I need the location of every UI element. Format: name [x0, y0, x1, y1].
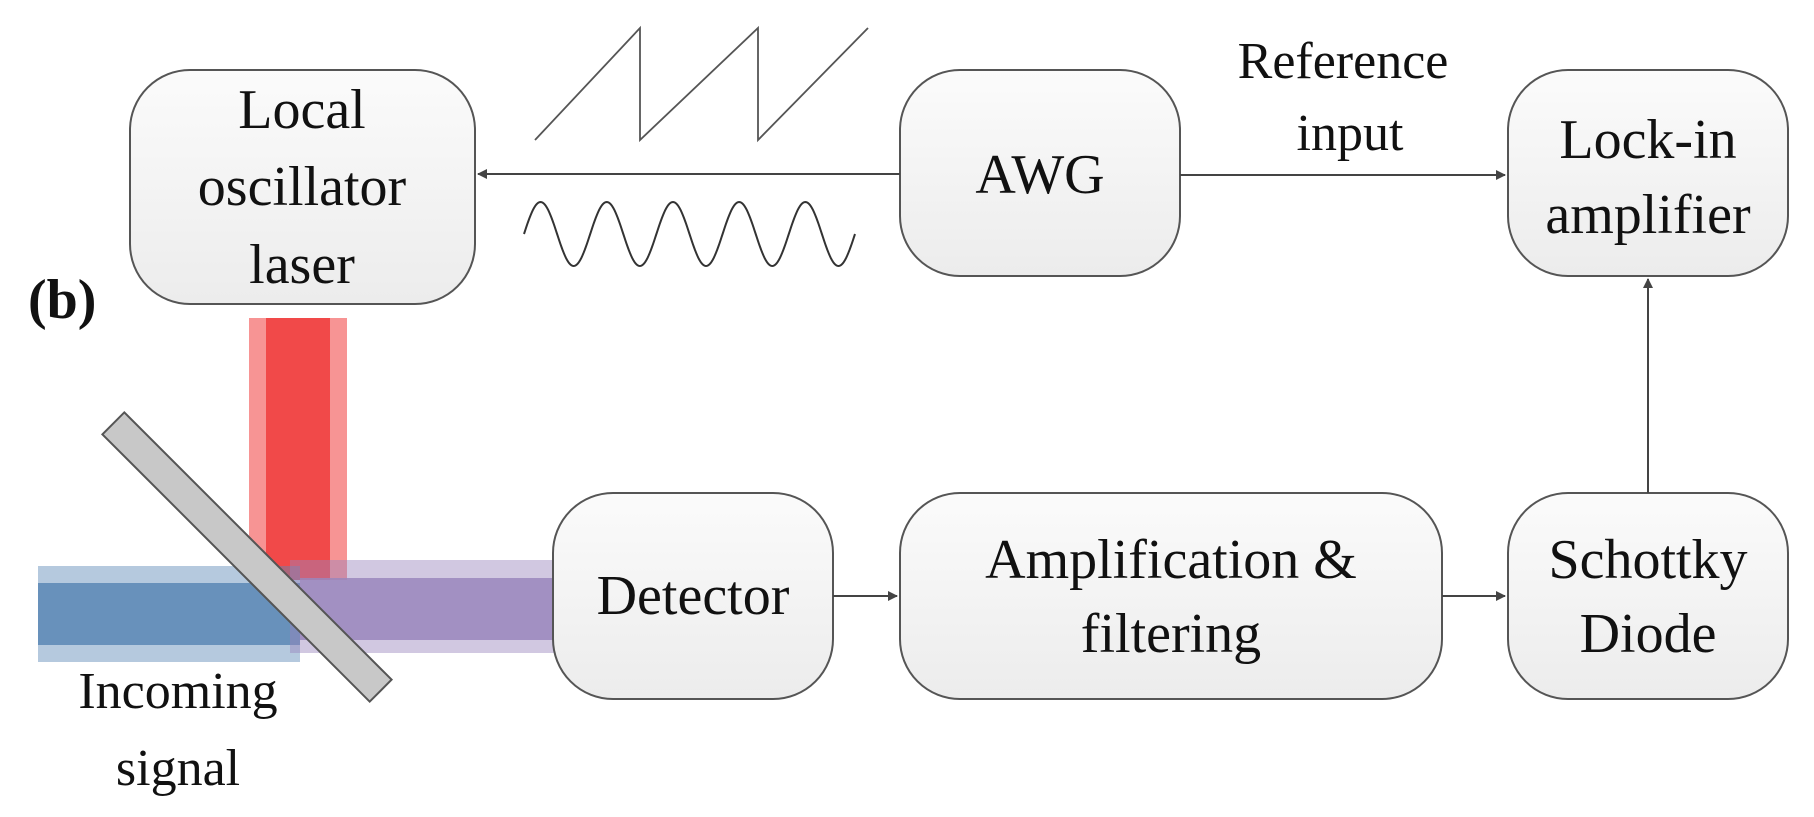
sine-waveform-icon: [523, 200, 856, 268]
panel-label: (b): [28, 269, 96, 331]
sawtooth-waveform-icon: [534, 25, 869, 143]
lo-beam: [266, 318, 330, 580]
amplification-label-line1: Amplification &: [985, 529, 1357, 591]
incoming-signal-label-line1: Incoming: [78, 663, 277, 720]
lo-label-line2: oscillator: [198, 156, 407, 218]
reference-input-label-line1: Reference: [1238, 33, 1449, 90]
schottky-label-line2: Diode: [1580, 603, 1717, 665]
signal-beam: [38, 583, 300, 645]
awg-block: AWG: [899, 69, 1181, 277]
mixed-beam: [300, 578, 560, 640]
awg-label: AWG: [975, 144, 1104, 206]
lo-label-line1: Local: [238, 79, 365, 141]
connectors: [477, 169, 1653, 601]
amplification-filtering-block: Amplification & filtering: [899, 492, 1443, 700]
lockin-label-line2: amplifier: [1545, 184, 1751, 246]
detector-label: Detector: [597, 565, 790, 627]
lockin-amplifier-block: Lock-in amplifier: [1507, 69, 1789, 277]
lo-label-line3: laser: [249, 234, 355, 296]
detector-block: Detector: [552, 492, 834, 700]
schottky-label-line1: Schottky: [1548, 529, 1747, 591]
lockin-label-line1: Lock-in: [1559, 109, 1736, 171]
local-oscillator-block: Local oscillator laser: [129, 69, 476, 305]
amplification-label-line2: filtering: [1081, 603, 1261, 665]
schottky-diode-block: Schottky Diode: [1507, 492, 1789, 700]
incoming-signal-label-line2: signal: [116, 740, 240, 797]
beam-splitter: [100, 410, 394, 704]
reference-input-label-line2: input: [1297, 105, 1404, 162]
